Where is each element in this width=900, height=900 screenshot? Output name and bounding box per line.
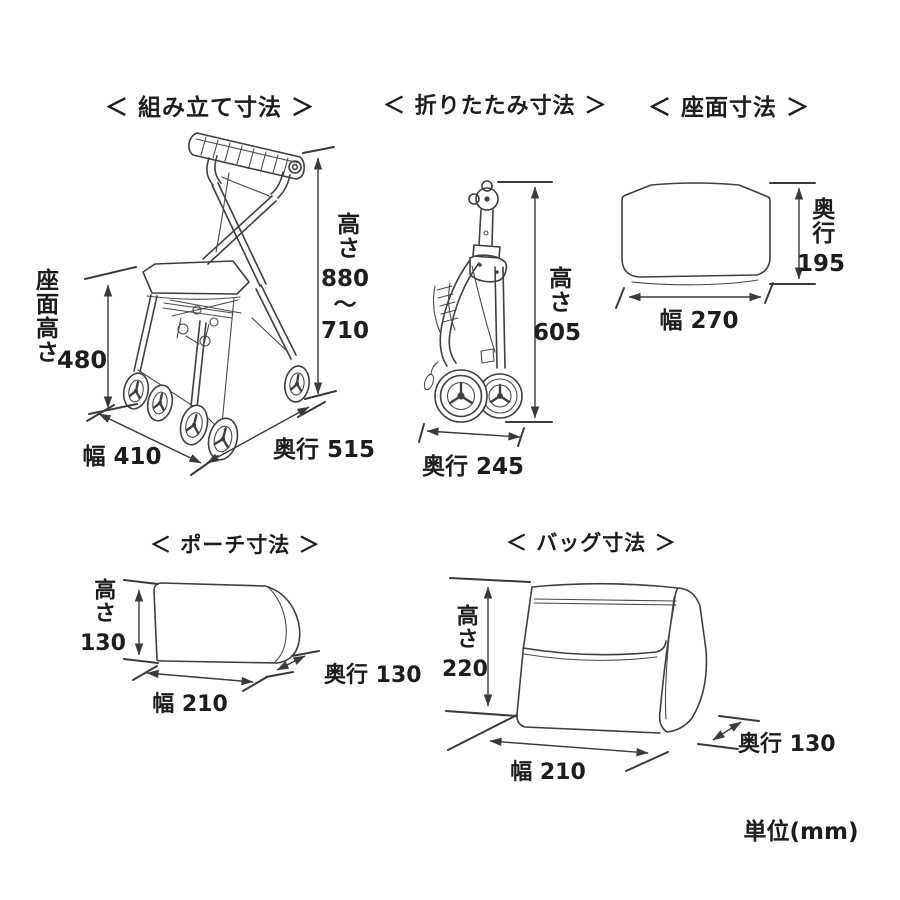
folded-height-label: 高さ <box>544 266 571 314</box>
assembled-height-dimension: 高さ 880 ～ 710 <box>315 212 375 344</box>
section-title-bag: ＜ バッグ寸法 ＞ <box>506 531 677 555</box>
folded-height-dimension: 高さ 605 <box>533 266 581 346</box>
seat-width-label: 幅 270 <box>659 308 739 334</box>
unit-label: 単位(mm) <box>743 819 859 845</box>
assembled-dimension-lines <box>84 146 337 476</box>
pouch-height-value: 130 <box>80 631 126 656</box>
seat-dimension-lines <box>615 182 816 309</box>
assembled-width-label: 幅 410 <box>82 444 162 470</box>
pouch-height-label: 高さ <box>90 578 116 624</box>
folded-height-value: 605 <box>533 320 582 346</box>
bag-drawing <box>516 582 708 734</box>
pouch-dimension-lines <box>123 579 320 692</box>
assembled-walker-drawing <box>122 132 310 461</box>
assembled-height-max: 880 <box>320 266 369 292</box>
pouch-width-label: 幅 210 <box>152 692 228 717</box>
section-title-pouch: ＜ ポーチ寸法 ＞ <box>150 533 321 557</box>
seat-depth-dimension: 奥行 195 <box>797 197 846 277</box>
section-title-seat: ＜ 座面寸法 ＞ <box>648 95 811 121</box>
pouch-depth-label: 奥行 130 <box>324 663 422 688</box>
seat-depth-value: 195 <box>797 251 846 277</box>
assembled-seat-height-value: 480 <box>57 346 108 374</box>
section-title-assembled: ＜ 組み立て寸法 ＞ <box>105 95 316 121</box>
bag-height-value: 220 <box>442 657 488 682</box>
bag-height-label: 高さ <box>452 604 478 650</box>
folded-depth-label: 奥行 245 <box>422 454 525 480</box>
assembled-height-label: 高さ <box>332 212 359 260</box>
seat-depth-label: 奥行 <box>807 197 834 245</box>
bag-width-label: 幅 210 <box>510 760 586 785</box>
assembled-height-min: 710 <box>320 318 369 344</box>
section-title-folded: ＜ 折りたたみ寸法 ＞ <box>383 94 608 119</box>
assembled-seat-height-label: 座面高さ <box>31 268 58 364</box>
bag-height-dimension: 高さ 220 <box>442 604 488 683</box>
assembled-depth-label: 奥行 515 <box>272 437 376 463</box>
assembled-height-tilde: ～ <box>333 292 357 318</box>
folded-dimension-lines <box>418 181 553 447</box>
bag-depth-label: 奥行 130 <box>738 732 836 757</box>
folded-walker-drawing <box>423 180 523 423</box>
pouch-height-dimension: 高さ 130 <box>80 578 126 657</box>
pouch-drawing <box>153 582 301 664</box>
seat-drawing <box>621 182 771 286</box>
bag-dimension-lines <box>445 577 760 772</box>
